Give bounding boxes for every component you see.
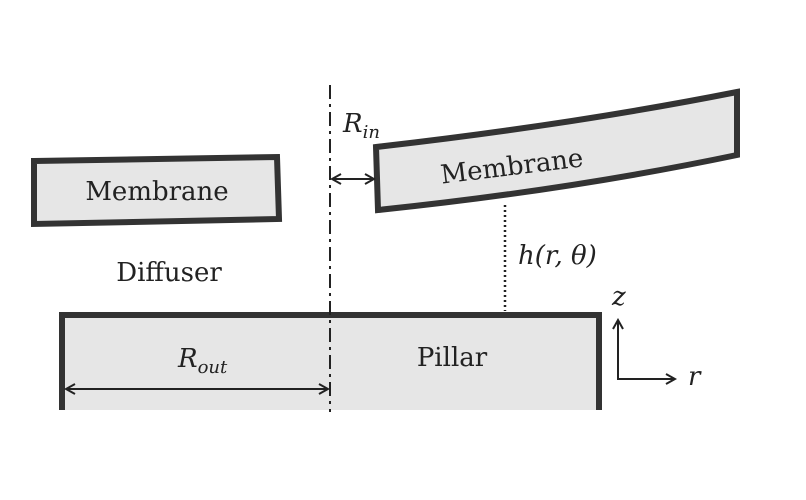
z-axis-label: z [611, 282, 626, 312]
left-membrane [31, 153, 283, 228]
right-membrane [372, 88, 740, 214]
pillar-cutoff-mask [50, 410, 610, 430]
gap-height-symbol: h(r, θ) [518, 241, 597, 271]
pillar-label: Pillar [417, 343, 488, 373]
left-membrane-label: Membrane [85, 177, 228, 207]
diffuser-label: Diffuser [116, 258, 222, 288]
r-axis-label: r [688, 362, 702, 392]
r-in-symbol: Rin [342, 109, 380, 143]
r-out-symbol: Rout [177, 344, 228, 378]
